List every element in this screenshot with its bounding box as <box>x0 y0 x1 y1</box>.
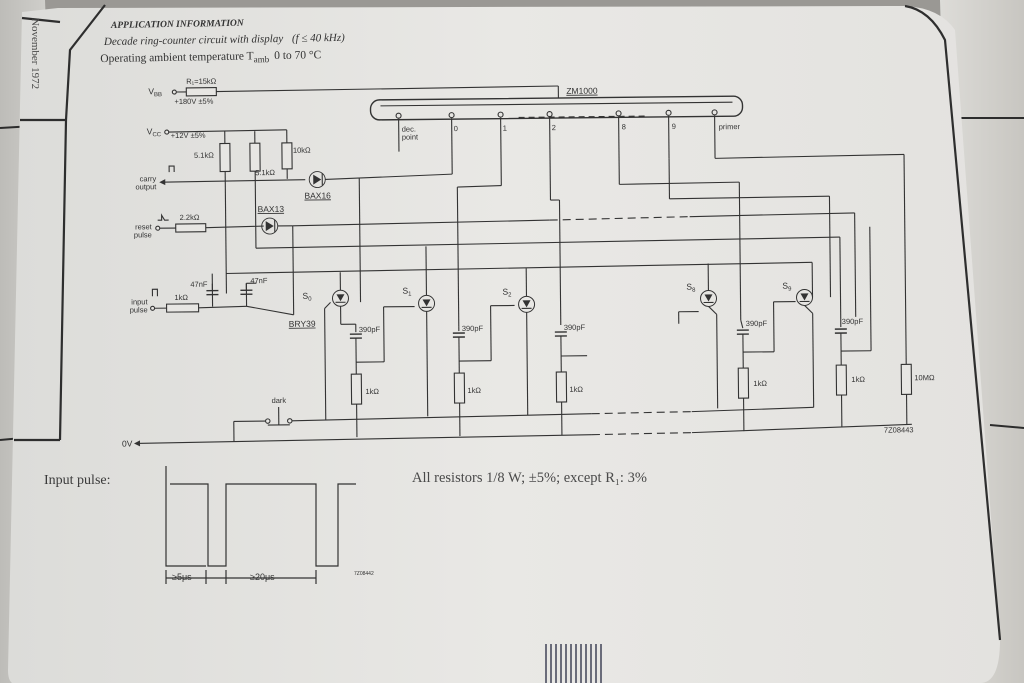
vcc-terminal <box>164 129 170 135</box>
stage-s1: S1 <box>402 246 515 437</box>
bax13-label: BAX13 <box>258 204 285 214</box>
stage-s0: S0 <box>302 272 415 438</box>
cap-47nf-a <box>206 273 219 296</box>
r-5k1-b-label: 5.1kΩ <box>255 168 275 177</box>
reset-terminal <box>155 225 161 231</box>
r-1k-input-label: 1kΩ <box>174 293 188 302</box>
binding-comb <box>545 644 602 683</box>
cap-s8-label: 390pF <box>746 319 768 328</box>
stage-s8: S8 <box>678 263 796 432</box>
input-pulse-title: Input pulse: <box>44 473 111 488</box>
pin-9-label: 9 <box>672 122 676 131</box>
bax13-diode <box>265 221 274 232</box>
resistor-note: All resistors 1/8 W; ±5%; except R₁: 3% <box>412 470 647 486</box>
pin-dec-point-label: dec.point <box>402 124 419 141</box>
r-10m <box>900 363 913 395</box>
r-2k2-label: 2.2kΩ <box>180 213 200 222</box>
cap-47nf-a-label: 47nF <box>190 280 208 289</box>
pin-2-label: 2 <box>552 123 556 132</box>
cap-47nf-b-label: 47nF <box>250 276 268 285</box>
r-2k2 <box>175 223 207 233</box>
carry-output-label: carryoutput <box>135 174 157 191</box>
cap-s1-label: 390pF <box>462 324 484 333</box>
r-10k-label: 10kΩ <box>293 146 311 155</box>
r1-resistor <box>185 87 217 97</box>
r-5k1-a <box>219 142 231 173</box>
bax16-label: BAX16 <box>304 190 331 200</box>
zm1000-tube <box>369 95 744 121</box>
input-pulse-label: inputpulse <box>130 297 149 314</box>
input-terminal <box>150 305 156 311</box>
svg-text:S8: S8 <box>686 282 696 294</box>
dark-label: dark <box>272 396 287 405</box>
dark-switch-b <box>287 418 293 424</box>
dark-switch-a <box>265 418 271 424</box>
cap-s2-label: 390pF <box>564 323 586 332</box>
main-page <box>8 6 1000 683</box>
r-10m-label: 10MΩ <box>914 373 935 382</box>
vbb-terminal <box>171 89 177 95</box>
zero-v-label: 0V <box>122 438 133 448</box>
res-s0-label: 1kΩ <box>365 387 379 396</box>
vbb-label: VBB <box>148 86 162 98</box>
page-subtitle: Decade ring-counter circuit with display… <box>103 32 345 48</box>
tube-pins <box>395 109 718 119</box>
cap-47nf-b <box>240 282 257 296</box>
cap-s0-label: 390pF <box>359 325 381 334</box>
pulse-waveform <box>165 466 356 584</box>
cap-s9-label: 390pF <box>842 317 864 326</box>
res-s8-label: 1kΩ <box>753 379 767 388</box>
pulse-dim-2: ≥20μs <box>250 572 275 582</box>
res-s2-label: 1kΩ <box>569 385 583 394</box>
svg-text:S2: S2 <box>502 287 512 299</box>
bax16-diode <box>313 174 322 185</box>
pin-primer-label: primer <box>719 122 741 131</box>
page-frame <box>14 4 1002 641</box>
res-s9-label: 1kΩ <box>851 375 865 384</box>
pin-8-label: 8 <box>622 122 626 131</box>
page-heading: APPLICATION INFORMATION <box>110 19 245 31</box>
tube-label: ZM1000 <box>566 86 598 96</box>
bry39-label: BRY39 <box>289 319 316 329</box>
r-5k1-b <box>249 142 261 172</box>
r-1k-input <box>165 303 200 313</box>
svg-text:S9: S9 <box>782 281 792 293</box>
stage-s9: S9 <box>782 226 872 428</box>
fig-code-2: 7Z08442 <box>354 571 374 577</box>
vbb-value: +180V ±5% <box>174 97 213 106</box>
fig-code-1: 7Z08443 <box>884 425 914 434</box>
pin-0-label: 0 <box>454 124 458 133</box>
res-s1-label: 1kΩ <box>467 386 481 395</box>
vcc-value: +12V ±5% <box>171 131 206 140</box>
r-10k <box>281 142 293 170</box>
side-date: November 1972 <box>29 18 41 89</box>
pulse-dim-1: ≥5μs <box>172 572 192 582</box>
pin-1-label: 1 <box>503 124 507 133</box>
svg-text:S1: S1 <box>402 286 412 298</box>
reset-pulse-label: resetpulse <box>134 222 153 239</box>
carry-arrow <box>159 179 166 186</box>
svg-text:S0: S0 <box>302 291 312 303</box>
r1-label: R₁=15kΩ <box>186 77 217 86</box>
r-5k1-a-label: 5.1kΩ <box>194 151 214 160</box>
schematic: VBB R₁=15kΩ +180V ±5% ZM1000 dec.point 0… <box>122 77 935 449</box>
vcc-label: VCC <box>147 126 162 138</box>
stage-s2: S2 <box>502 268 588 435</box>
